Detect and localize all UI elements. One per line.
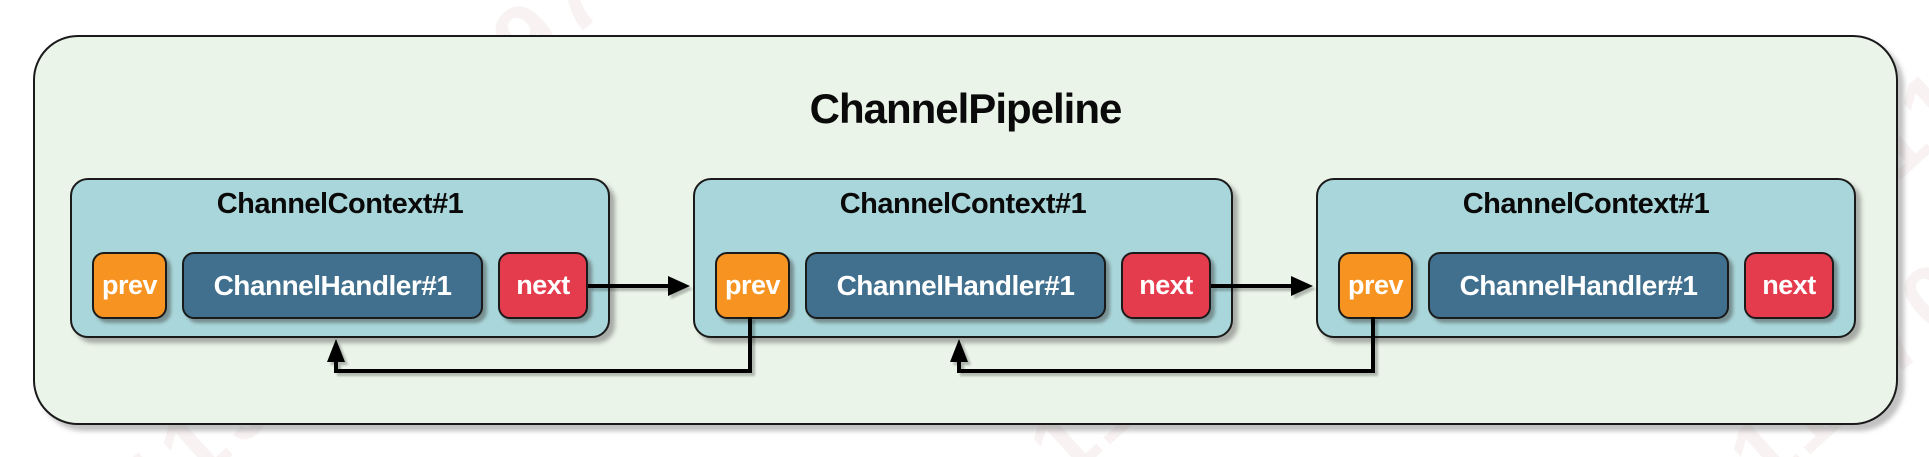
next-node: next xyxy=(1744,252,1834,319)
context-node-row: prev ChannelHandler#1 next xyxy=(1318,252,1854,319)
context-node-row: prev ChannelHandler#1 next xyxy=(72,252,608,319)
context-title: ChannelContext#1 xyxy=(1462,188,1710,220)
channel-context-box-2: ChannelContext#1 prev ChannelHandler#1 n… xyxy=(693,178,1233,338)
channel-context-box-1: ChannelContext#1 prev ChannelHandler#1 n… xyxy=(70,178,610,338)
prev-node: prev xyxy=(92,252,167,319)
context-title: ChannelContext#1 xyxy=(839,188,1087,220)
channel-handler-node: ChannelHandler#1 xyxy=(182,252,483,319)
next-node: next xyxy=(498,252,588,319)
context-title: ChannelContext#1 xyxy=(216,188,464,220)
channel-context-box-3: ChannelContext#1 prev ChannelHandler#1 n… xyxy=(1316,178,1856,338)
next-node: next xyxy=(1121,252,1211,319)
pipeline-title: ChannelPipeline xyxy=(809,85,1123,132)
channel-handler-node: ChannelHandler#1 xyxy=(1428,252,1729,319)
prev-node: prev xyxy=(1338,252,1413,319)
prev-node: prev xyxy=(715,252,790,319)
context-node-row: prev ChannelHandler#1 next xyxy=(695,252,1231,319)
channel-handler-node: ChannelHandler#1 xyxy=(805,252,1106,319)
